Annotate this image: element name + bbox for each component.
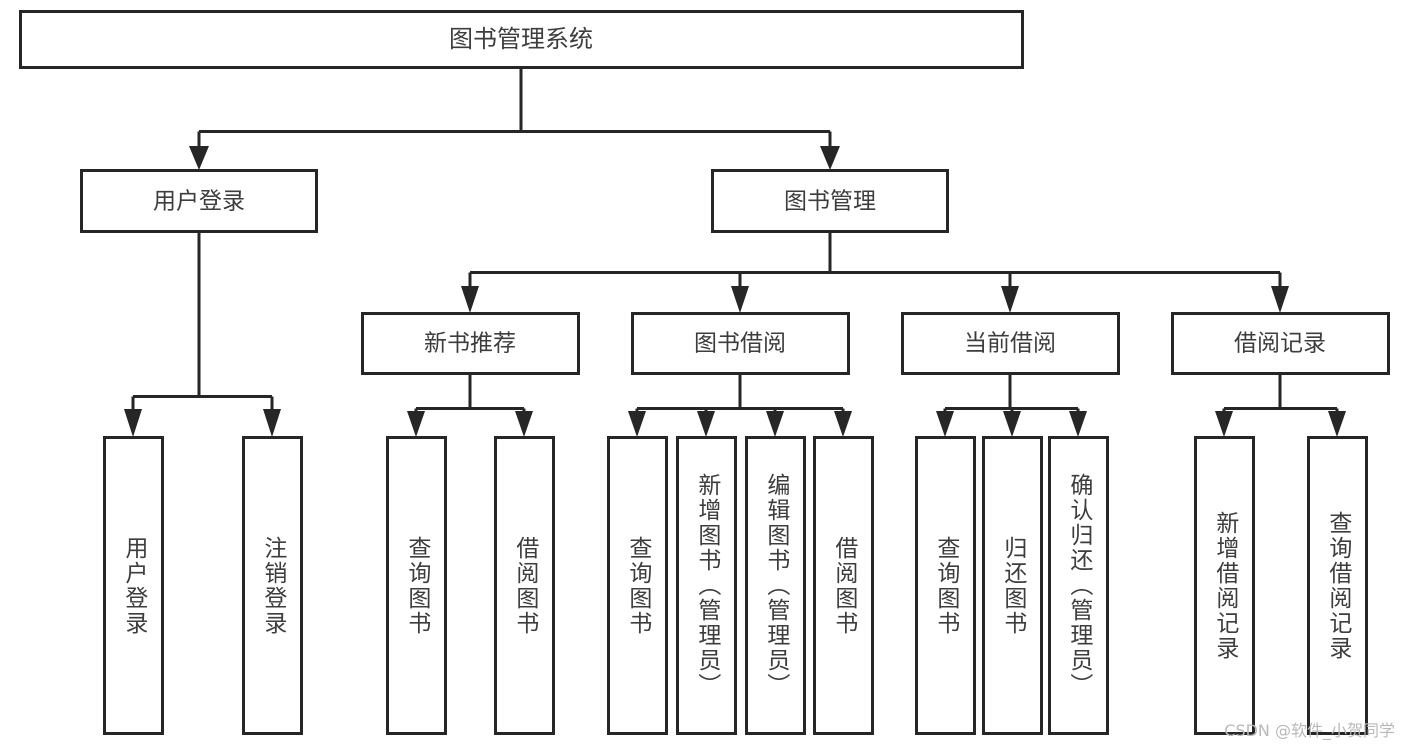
leaf-box-user-login-0[interactable] [103, 436, 164, 735]
arrow-head-icon [1003, 411, 1021, 437]
leaf-box-borrow-record-1[interactable] [1307, 436, 1368, 735]
node-root-box[interactable] [19, 10, 1024, 69]
arrow-head-icon [1069, 411, 1087, 437]
leaf-box-book-borrow-1[interactable] [676, 436, 737, 735]
watermark-text: CSDN @软件_小贺同学 [1224, 721, 1395, 740]
arrow-head-icon [820, 146, 840, 170]
arrow-head-icon [936, 411, 954, 437]
arrow-head-icon [1328, 411, 1346, 437]
leaf-box-user-login-1[interactable] [242, 436, 303, 735]
leaf-box-book-borrow-0[interactable] [607, 436, 668, 735]
node-borrow-record[interactable]: 借阅记录 [1171, 312, 1390, 375]
node-user-login[interactable]: 用户登录 [80, 169, 318, 233]
node-root-label: 图书管理系统 [449, 25, 593, 53]
node-book-borrow[interactable]: 图书借阅 [631, 312, 850, 375]
arrow-head-icon [834, 411, 852, 437]
node-new-book-recommend-box[interactable] [361, 312, 580, 375]
arrow-head-icon [461, 286, 479, 313]
node-book-management-label: 图书管理 [784, 189, 876, 215]
connector-user-login-to-leaves [124, 231, 281, 437]
leaf-box-current-borrow-0[interactable] [915, 436, 976, 735]
node-current-borrow-label: 当前借阅 [964, 331, 1056, 357]
arrow-head-icon [407, 411, 425, 437]
leaf-box-borrow-record-0[interactable] [1194, 436, 1255, 735]
arrow-head-icon [766, 411, 784, 437]
node-book-management[interactable]: 图书管理 [711, 169, 949, 233]
arrow-head-icon [731, 286, 749, 313]
leaf-box-current-borrow-1[interactable] [982, 436, 1043, 735]
arrow-head-icon [189, 146, 209, 170]
arrow-head-icon [1271, 286, 1289, 313]
arrow-head-icon [515, 411, 533, 437]
node-user-login-label: 用户登录 [153, 189, 245, 215]
leaf-box-new-book-recommend-1[interactable] [494, 436, 555, 735]
arrow-head-icon [263, 409, 281, 437]
node-borrow-record-label: 借阅记录 [1234, 331, 1326, 357]
arrow-head-icon [1215, 411, 1233, 437]
leaf-box-book-borrow-2[interactable] [745, 436, 806, 735]
arrow-head-icon [697, 411, 715, 437]
connector-book-management-to-level3 [461, 231, 1289, 313]
node-new-book-recommend[interactable]: 新书推荐 [361, 312, 580, 375]
node-user-login-box[interactable] [80, 169, 318, 233]
connector-new-book-recommend-to-leaves [407, 373, 533, 437]
arrow-head-icon [1001, 286, 1019, 313]
connector-borrow-record-to-leaves [1215, 373, 1346, 437]
arrow-head-icon [124, 409, 142, 437]
leaf-box-current-borrow-2[interactable] [1048, 436, 1109, 735]
connector-current-borrow-to-leaves [936, 373, 1087, 437]
node-current-borrow[interactable]: 当前借阅 [901, 312, 1120, 375]
connector-root-to-level2 [189, 67, 840, 170]
node-new-book-recommend-label: 新书推荐 [424, 331, 516, 357]
leaf-box-book-borrow-3[interactable] [813, 436, 874, 735]
arrow-head-icon [628, 411, 646, 437]
node-current-borrow-box[interactable] [901, 312, 1120, 375]
leaf-box-new-book-recommend-0[interactable] [386, 436, 447, 735]
connector-book-borrow-to-leaves [628, 373, 852, 437]
node-book-borrow-label: 图书借阅 [694, 331, 786, 357]
node-root[interactable]: 图书管理系统 [19, 10, 1024, 69]
